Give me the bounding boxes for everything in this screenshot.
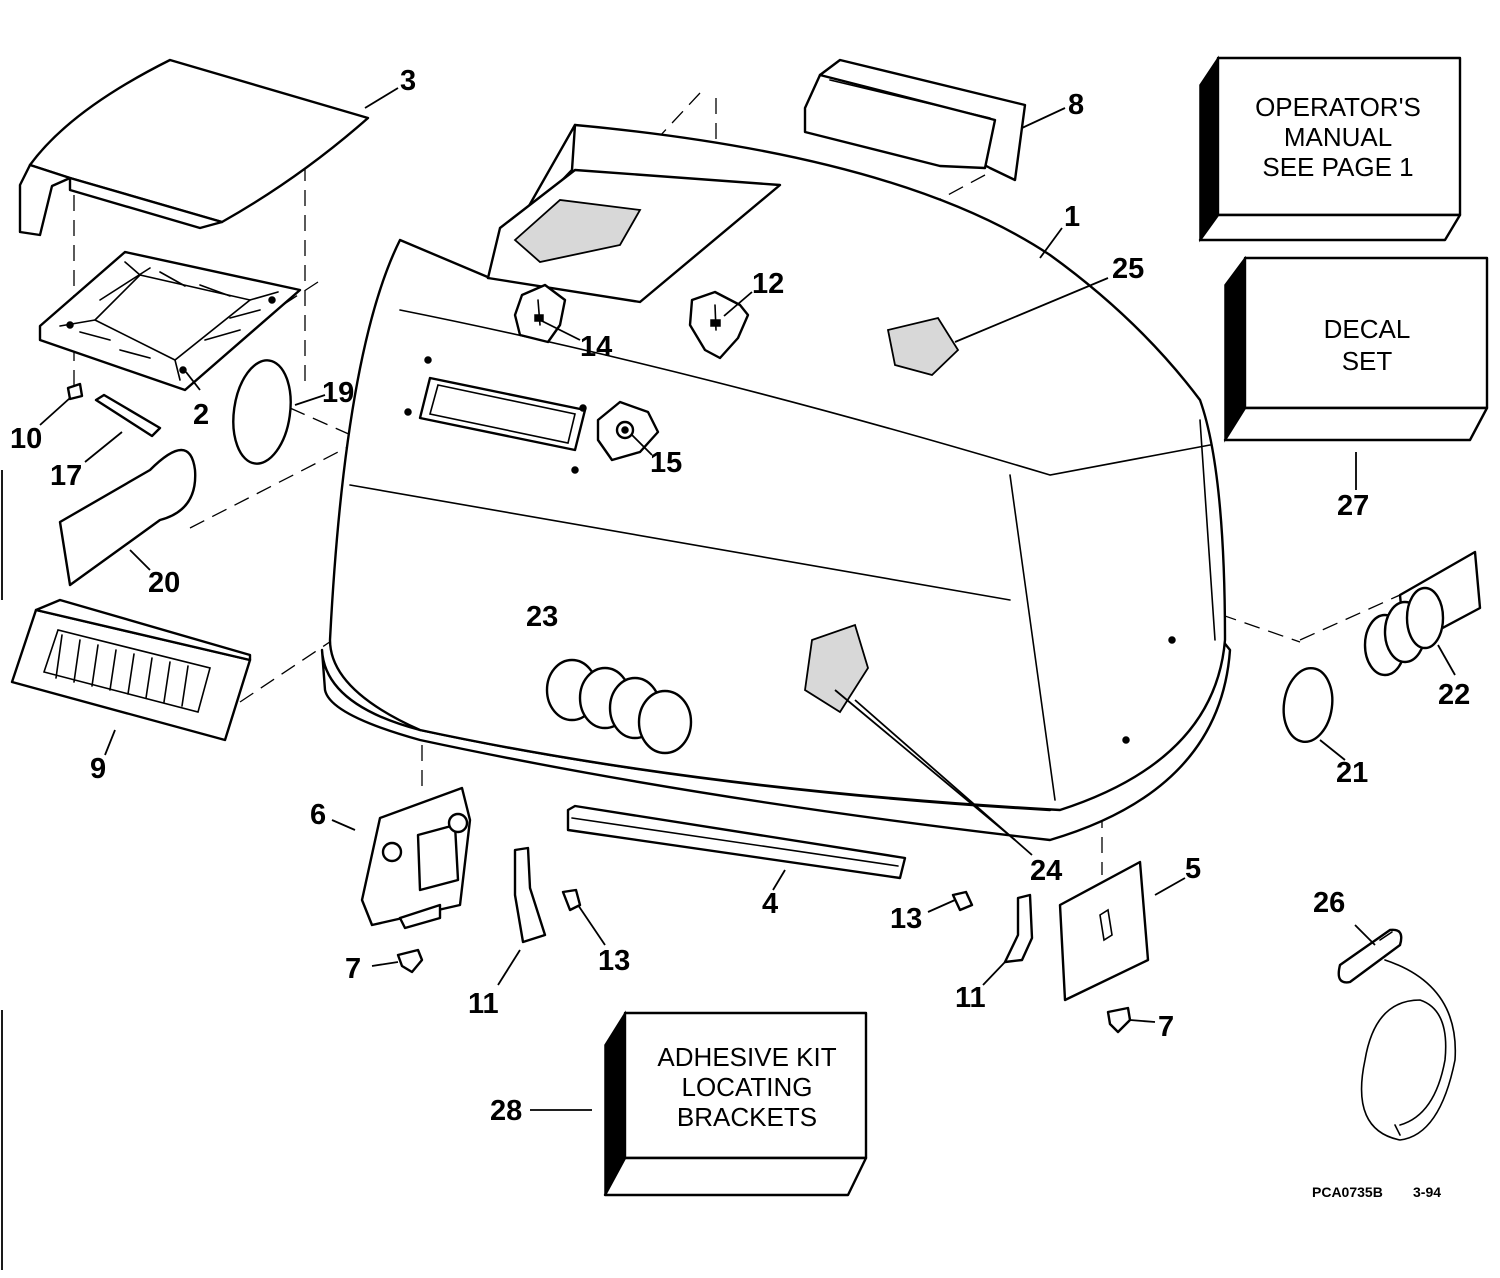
callout-3: 3: [400, 65, 416, 97]
adhesive-line-3: BRACKETS: [677, 1102, 817, 1132]
callout-14: 14: [580, 331, 612, 363]
part-9-grille: [10, 598, 252, 742]
decal-line-1: DECAL: [1324, 314, 1411, 344]
manual-line-2: MANUAL: [1284, 122, 1392, 152]
callout-6: 6: [310, 799, 326, 831]
callout-22: 22: [1438, 679, 1470, 711]
callout-8: 8: [1068, 89, 1084, 121]
manual-line-3: SEE PAGE 1: [1262, 152, 1413, 182]
callout-13-left: 13: [598, 945, 630, 977]
callout-12: 12: [752, 268, 784, 300]
drawing-date: 3-94: [1413, 1184, 1441, 1200]
callout-15: 15: [650, 447, 682, 479]
footer: PCA0735B 3-94: [1312, 1184, 1441, 1200]
part-11-bracket-left: [513, 846, 547, 944]
part-13-screw-right: [951, 890, 974, 912]
callout-21: 21: [1336, 757, 1368, 789]
part-14-clip: [513, 283, 567, 344]
callout-26: 26: [1313, 887, 1345, 919]
callout-25: 25: [1112, 253, 1144, 285]
part-13-screw-left: [561, 888, 582, 912]
adhesive-line-1: ADHESIVE KIT: [657, 1042, 836, 1072]
adhesive-line-2: LOCATING: [682, 1072, 813, 1102]
part-11-bracket-right: [1003, 893, 1034, 964]
callout-1: 1: [1064, 201, 1080, 233]
manual-line-1: OPERATOR'S: [1255, 92, 1421, 122]
box-decal-set: DECAL SET: [1223, 255, 1489, 443]
callout-11-right: 11: [955, 982, 986, 1014]
callout-4: 4: [762, 888, 778, 920]
drawing-code: PCA0735B: [1312, 1184, 1383, 1200]
part-2-gasket: [38, 250, 302, 392]
callout-13-right: 13: [890, 903, 922, 935]
part-10-screw: [66, 382, 84, 401]
part-4-rail: [566, 804, 907, 880]
part-26-sensor: [1337, 928, 1457, 1141]
part-3-top-cover: [18, 58, 370, 237]
callout-27: 27: [1337, 490, 1369, 522]
callout-23: 23: [526, 601, 558, 633]
part-21-disc: [1282, 667, 1334, 743]
callout-20: 20: [148, 567, 180, 599]
part-17-strip: [94, 393, 162, 438]
part-19-oval: [232, 359, 292, 465]
part-25-pad: [886, 316, 960, 377]
part-24-pad: [804, 623, 869, 714]
decal-line-2: SET: [1342, 346, 1393, 376]
box-adhesive-kit: ADHESIVE KIT LOCATING BRACKETS: [603, 1010, 868, 1197]
callout-5: 5: [1185, 853, 1201, 885]
callout-7-right: 7: [1158, 1011, 1174, 1043]
callout-28: 28: [490, 1095, 522, 1127]
callout-10: 10: [10, 423, 42, 455]
callout-19: 19: [322, 377, 354, 409]
callout-17: 17: [50, 460, 82, 492]
callout-11-left: 11: [468, 988, 499, 1020]
part-20-foam: [58, 449, 197, 587]
callout-7-left: 7: [345, 953, 361, 985]
leader-lines: [39, 87, 1456, 1111]
part-23-discs: [545, 658, 693, 755]
part-1-motor-cover: [320, 123, 1232, 842]
callout-9: 9: [90, 753, 106, 785]
part-22-foam: [1363, 550, 1482, 677]
part-5-plate: [1058, 860, 1150, 1002]
part-7-grommet-left: [396, 948, 424, 974]
box-operators-manual: OPERATOR'S MANUAL SEE PAGE 1: [1198, 55, 1462, 243]
part-7-grommet-right: [1106, 1006, 1132, 1034]
callout-24: 24: [1030, 855, 1062, 887]
callout-numbers: 3 8 1 25 12 14 15 2 10 17 19 20 23 9 27 …: [10, 65, 1470, 1127]
callout-2: 2: [193, 399, 209, 431]
part-6-bracket: [360, 786, 472, 930]
part-8-vent-box: [803, 58, 1027, 182]
